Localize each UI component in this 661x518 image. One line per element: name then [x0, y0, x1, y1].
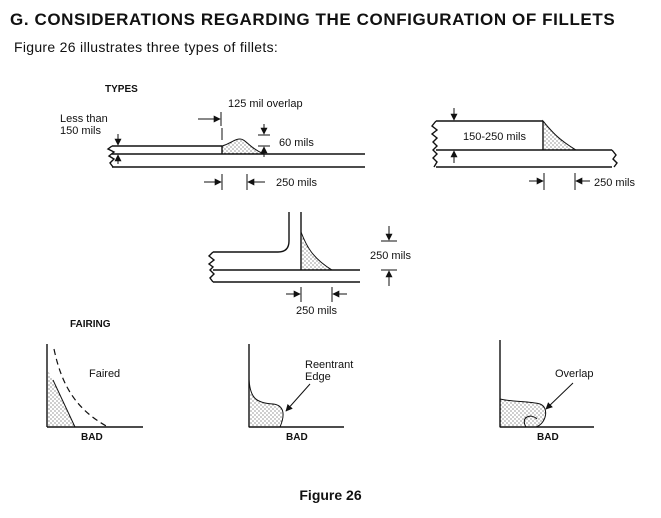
lap-fillet-shape: [221, 138, 265, 155]
reentrant-verdict: BAD: [286, 432, 308, 443]
fairing-label: FAIRING: [70, 319, 111, 330]
faired-label: Faired: [89, 368, 120, 380]
step-length-label: 250 mils: [594, 177, 635, 189]
lap-thickness-label-2: 150 mils: [60, 125, 101, 137]
step-fillet-diagram: [430, 108, 618, 190]
reentrant-label-2: Edge: [305, 371, 331, 383]
faired-verdict: BAD: [81, 432, 103, 443]
tee-fillet-shape: [300, 231, 334, 271]
lap-fillet-diagram: [106, 112, 365, 190]
faired-diagram: [46, 344, 143, 428]
step-fillet-shape: [542, 119, 578, 151]
tee-fillet-diagram: [207, 212, 397, 302]
overlap-verdict: BAD: [537, 432, 559, 443]
types-label: TYPES: [105, 84, 138, 95]
intro-text: Figure 26 illustrates three types of fil…: [14, 39, 279, 55]
section-heading: G. CONSIDERATIONS REGARDING THE CONFIGUR…: [10, 10, 616, 29]
overlap-diagram: [499, 340, 594, 428]
figure-caption: Figure 26: [299, 487, 362, 503]
lap-height-label: 60 mils: [279, 137, 314, 149]
lap-length-label: 250 mils: [276, 177, 317, 189]
lap-overlap-label: 125 mil overlap: [228, 98, 303, 110]
tee-height-label: 250 mils: [370, 250, 411, 262]
reentrant-diagram: [248, 344, 344, 428]
reentrant-label-1: Reentrant: [305, 359, 353, 371]
overlap-label: Overlap: [555, 368, 594, 380]
lap-thickness-label-1: Less than: [60, 113, 108, 125]
step-thickness-label: 150-250 mils: [463, 131, 526, 143]
tee-length-label: 250 mils: [296, 305, 337, 317]
